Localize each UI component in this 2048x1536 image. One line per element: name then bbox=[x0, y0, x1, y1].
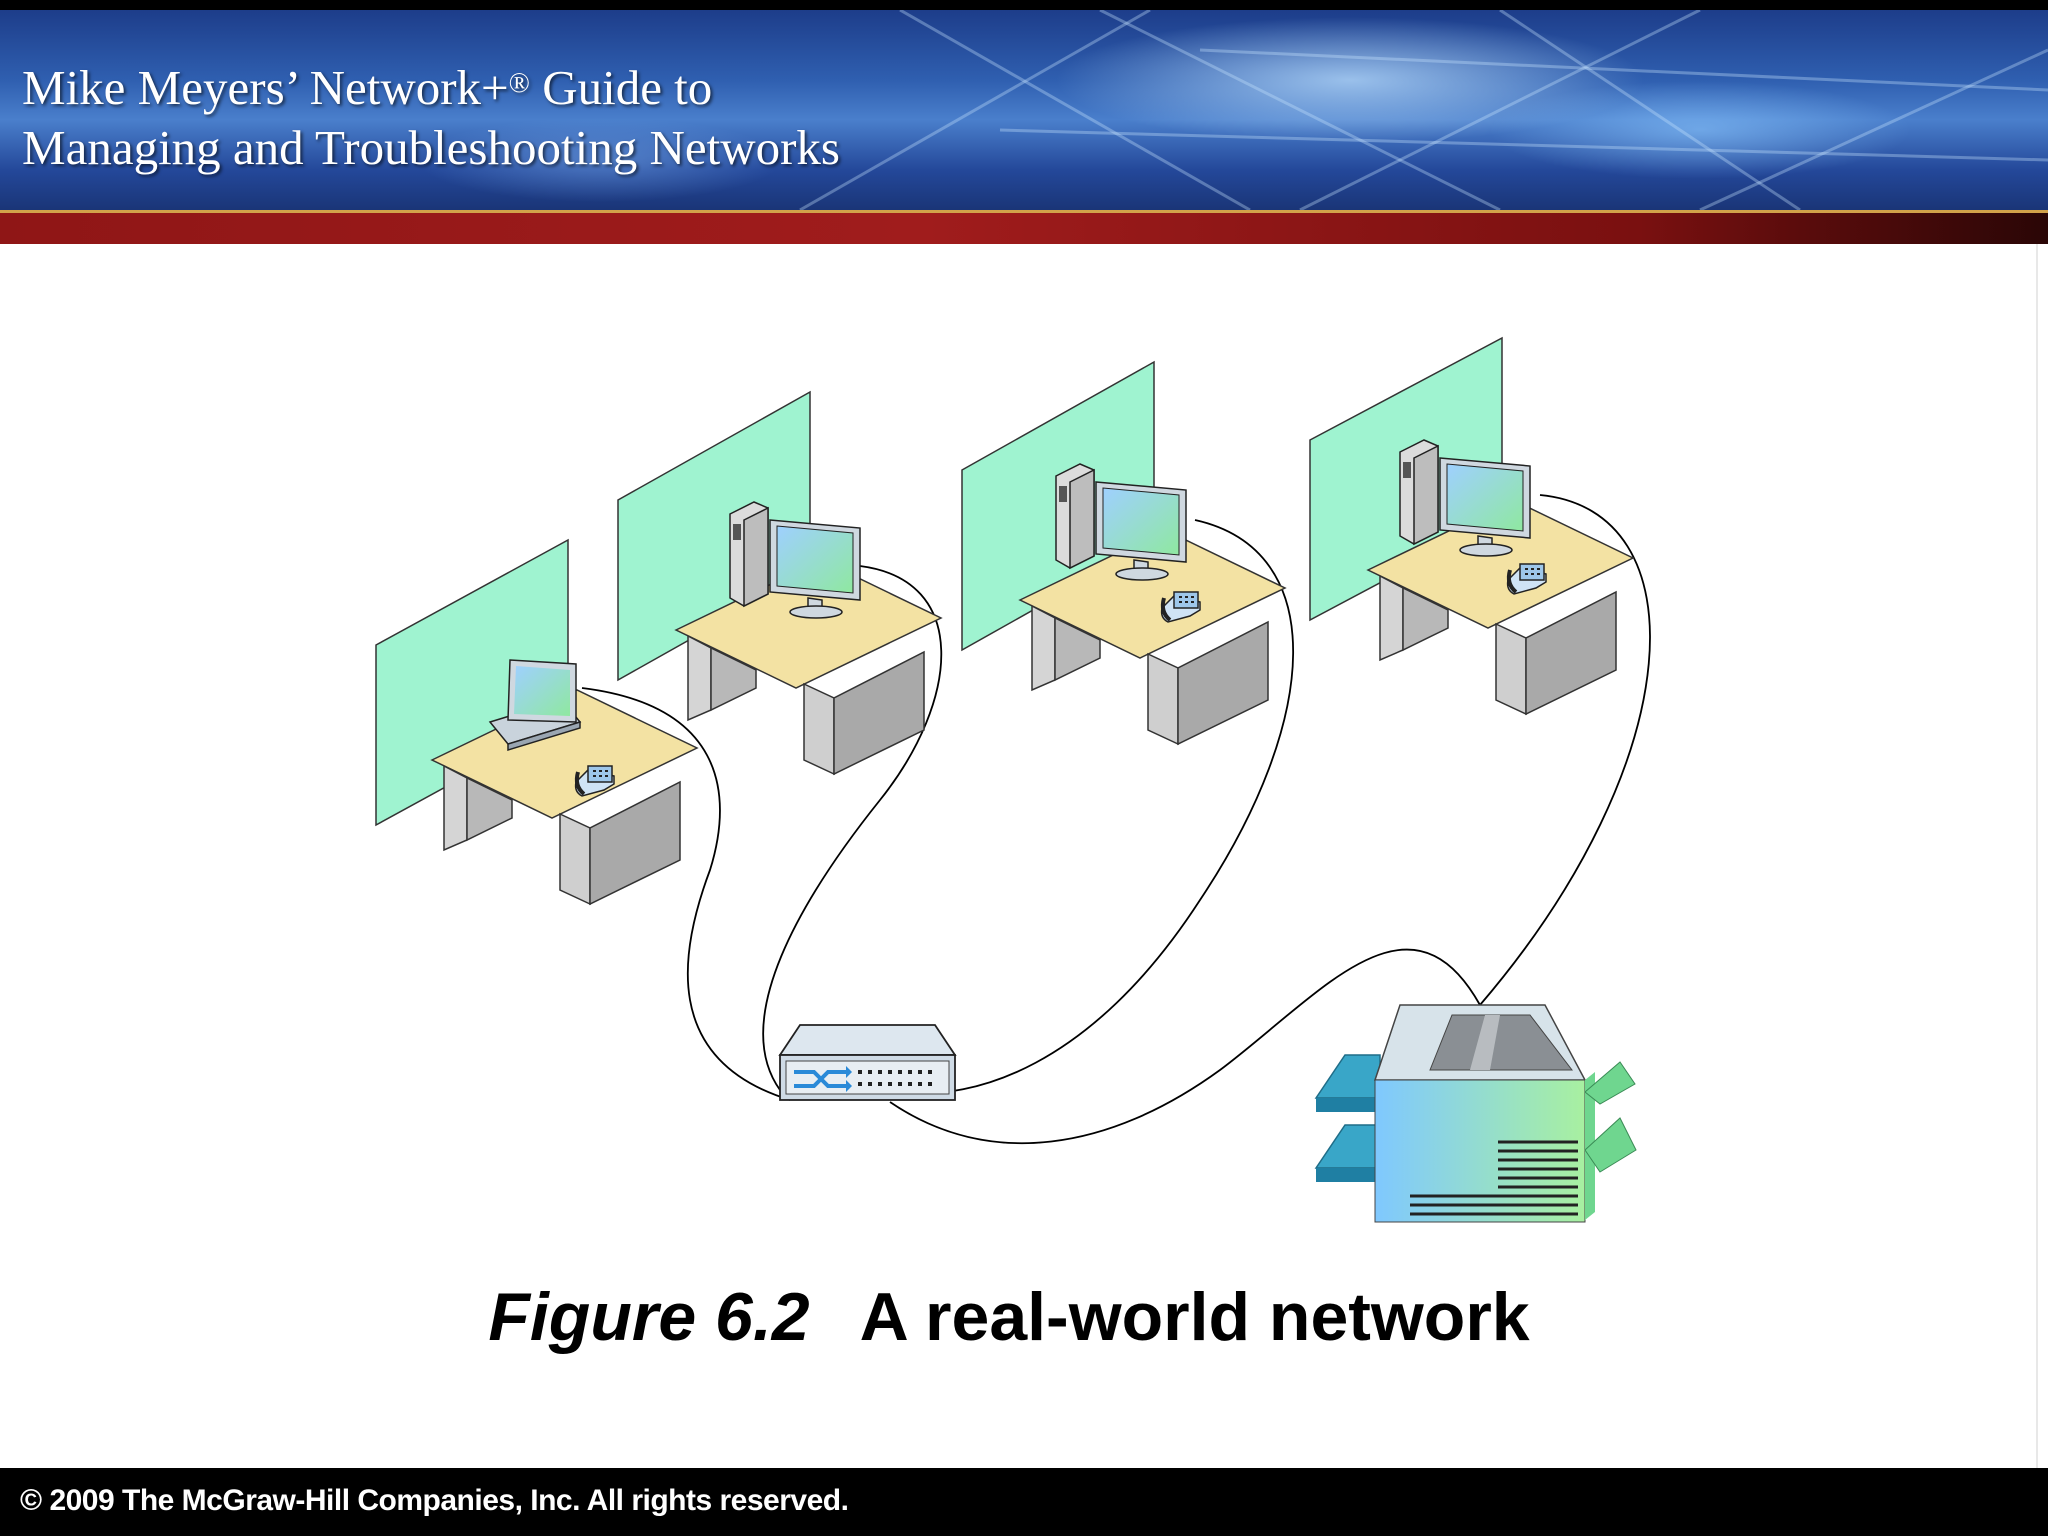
title-line-1-end: Guide to bbox=[529, 60, 713, 115]
slide-edge bbox=[2036, 244, 2048, 1469]
registered-mark: ® bbox=[508, 68, 530, 99]
printer-icon bbox=[1314, 1004, 1637, 1223]
cable-desk-2 bbox=[762, 565, 943, 1091]
footer-bar: © 2009 The McGraw-Hill Companies, Inc. A… bbox=[0, 1468, 2048, 1536]
workstation-1 bbox=[375, 538, 698, 905]
switch-icon bbox=[778, 1024, 957, 1101]
figure-label: Figure 6.2 bbox=[488, 1279, 810, 1355]
workstation-2 bbox=[617, 390, 942, 775]
figure-caption: Figure 6.2 A real-world network bbox=[0, 1278, 2018, 1356]
cable-laptop bbox=[581, 687, 791, 1101]
cable-desk-4 bbox=[1479, 494, 1651, 1006]
page-title: Mike Meyers’ Network+® Guide to Managing… bbox=[22, 58, 840, 178]
header-accent-bar bbox=[0, 210, 2048, 244]
copyright-text: © 2009 The McGraw-Hill Companies, Inc. A… bbox=[20, 1484, 849, 1517]
cable-desk-3 bbox=[904, 519, 1294, 1095]
cable-printer bbox=[889, 948, 1481, 1145]
workstation-3 bbox=[961, 360, 1286, 745]
banner-texture bbox=[799, 10, 2048, 210]
top-border bbox=[0, 0, 2048, 10]
header-banner: Mike Meyers’ Network+® Guide to Managing… bbox=[0, 10, 2048, 210]
workstation-4 bbox=[1309, 336, 1634, 715]
laptop-icon bbox=[488, 659, 582, 752]
title-line-1: Mike Meyers’ Network+ bbox=[22, 60, 509, 115]
figure-title: A real-world network bbox=[859, 1279, 1530, 1355]
title-line-2: Managing and Troubleshooting Networks bbox=[22, 120, 840, 175]
